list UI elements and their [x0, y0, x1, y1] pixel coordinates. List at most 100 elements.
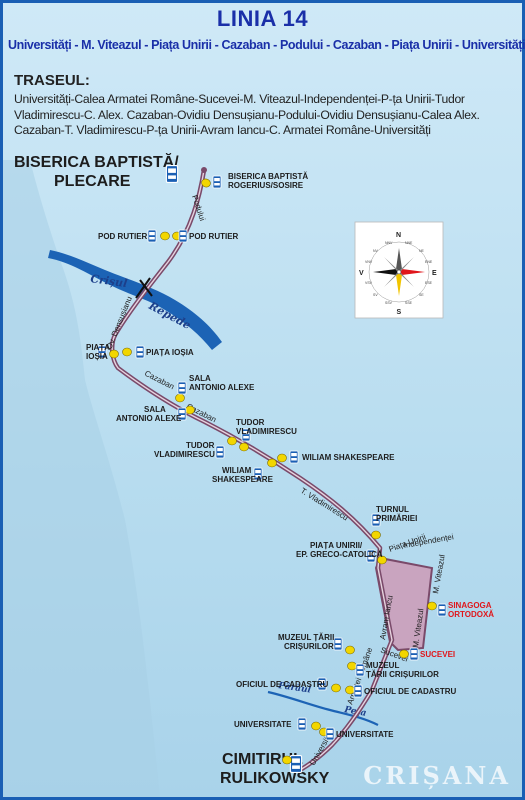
compass-ene: ENE — [425, 260, 433, 264]
stop-label: UNIVERSITATE — [336, 730, 394, 739]
bus-stop-sign-icon — [289, 450, 299, 464]
compass-v: V — [359, 270, 364, 277]
bus-stop-sign-icon — [409, 647, 419, 661]
stop-marker — [109, 349, 119, 359]
bus-stop-sign-icon — [289, 754, 303, 774]
stop-label: WILIAM SHAKESPEARE — [302, 453, 395, 462]
bus-stop-sign-icon — [177, 381, 187, 395]
stop-label-red: SUCEVEI — [420, 650, 455, 659]
compass-vnv: VNV — [365, 260, 373, 264]
bus-stop-sign-icon — [297, 717, 307, 731]
bus-stop-sign-icon — [165, 164, 179, 184]
stop-marker — [371, 530, 381, 540]
stop-label: PIAȚA — [86, 343, 110, 352]
stop-label: TURNUL — [376, 505, 409, 514]
stop-label: MUZEUL — [366, 661, 399, 670]
bus-stop-sign-icon — [353, 684, 363, 698]
compass-vsv: VSV — [365, 281, 373, 285]
compass-ne: NE — [419, 249, 425, 253]
compass-se: SE — [419, 293, 424, 297]
stop-label: IOȘIA — [86, 352, 108, 361]
stop-marker — [277, 453, 287, 463]
bus-stop-sign-icon — [147, 229, 157, 243]
bus-stop-sign-icon — [355, 663, 365, 677]
bus-stop-sign-icon — [215, 445, 225, 459]
stop-marker — [227, 436, 237, 446]
stop-label: UNIVERSITATE — [234, 720, 292, 729]
stop-label: SALA — [189, 374, 211, 383]
bridge-icon — [135, 277, 153, 299]
stop-marker — [427, 601, 437, 611]
bus-stop-sign-icon — [325, 727, 335, 741]
stop-label: SALA — [144, 405, 166, 414]
street-label-independentei: Independenței — [403, 532, 455, 550]
compass-nnv: NNV — [385, 241, 393, 245]
stop-label: CRIȘURILOR — [284, 642, 334, 651]
stop-label: WILIAM — [222, 466, 252, 475]
route-line — [109, 167, 395, 773]
shore-area — [3, 160, 160, 797]
stop-marker — [345, 685, 355, 695]
stop-marker — [239, 442, 249, 452]
header: LINIA 14 Universități - M. Viteazul - Pi… — [8, 6, 525, 52]
stop-label: PIAȚA UNIRII/ — [310, 541, 363, 550]
bus-stop-sign-icon — [178, 229, 188, 243]
stop-label: EP. GRECO-CATOLICĂ — [296, 550, 383, 559]
stop-label-red: ORTODOXĂ — [448, 610, 494, 619]
page-title: LINIA 14 — [216, 6, 309, 31]
watermark: CRIȘANA — [363, 761, 511, 790]
compass-nne: NNE — [405, 241, 413, 245]
compass-e: E — [432, 270, 437, 277]
stop-label: ROGERIUS/SOSIRE — [228, 181, 304, 190]
river-label-crisul: Crișul — [90, 272, 129, 290]
terminal-end-line2: RULIKOWSKY — [220, 770, 330, 787]
terminal-start-line2: PLECARE — [54, 173, 131, 190]
stop-label: TUDOR — [236, 418, 265, 427]
stop-label: MUZEUL ȚĂRII — [278, 633, 334, 642]
stop-label: PIAȚA IOȘIA — [146, 348, 194, 357]
stop-label: BISERICA BAPTISTĂ — [228, 172, 308, 181]
stop-marker — [185, 405, 195, 415]
route-description: Universități-Calea Armatei Române-Suceve… — [14, 92, 480, 137]
stop-marker — [347, 661, 357, 671]
stop-label: SHAKESPEARE — [212, 475, 274, 484]
stream-label-paraul: Pârâul — [277, 680, 313, 696]
stop-label: POD RUTIER — [98, 232, 148, 241]
terminal-end-line1: CIMITIRUL — [222, 751, 303, 768]
stop-marker — [282, 755, 292, 765]
stop-marker — [267, 458, 277, 468]
stop-marker — [345, 645, 355, 655]
compass-rose: N S E V NNE NE ENE ESE SE SSE SSV SV VSV… — [354, 221, 444, 319]
stop-label: ANTONIO ALEXE — [116, 414, 182, 423]
route-subtitle: Universități - M. Viteazul - Piața Uniri… — [8, 38, 525, 52]
stop-marker — [331, 683, 341, 693]
stop-label: VLADIMIRESCU — [154, 450, 215, 459]
stream-peta — [267, 690, 379, 726]
stop-label: ANTONIO ALEXE — [189, 383, 255, 392]
river-crisul-repede — [48, 250, 222, 350]
stop-marker — [399, 649, 409, 659]
stop-label: OFICIUL DE CADASTRU — [364, 687, 457, 696]
compass-s: S — [397, 309, 402, 316]
stop-label: ȚĂRII CRIȘURILOR — [366, 670, 439, 679]
stop-label: OFICIUL DE CADASTRU — [236, 680, 329, 689]
bus-stop-sign-icon — [437, 603, 447, 617]
compass-ese: ESE — [425, 281, 433, 285]
bus-stop-sign-icon — [333, 637, 343, 651]
stop-marker — [122, 347, 132, 357]
stop-label: VLADIMIRESCU — [236, 427, 297, 436]
stop-label: POD RUTIER — [189, 232, 239, 241]
compass-nv: NV — [373, 249, 379, 253]
stop-label: TUDOR — [186, 441, 215, 450]
bus-stop-sign-icon — [135, 345, 145, 359]
stop-marker — [175, 393, 185, 403]
compass-n: N — [396, 232, 401, 239]
stop-marker — [160, 231, 170, 241]
terminal-start-line1: BISERICA BAPTISTĂ/ — [14, 152, 179, 171]
stop-label-red: SINAGOGA — [448, 601, 492, 610]
route-label: TRASEUL: — [14, 72, 90, 89]
street-label-m-viteazul-top: M. Viteazul — [431, 554, 447, 595]
compass-sv: SV — [373, 293, 378, 297]
stop-label: PRIMĂRIEI — [376, 514, 417, 523]
